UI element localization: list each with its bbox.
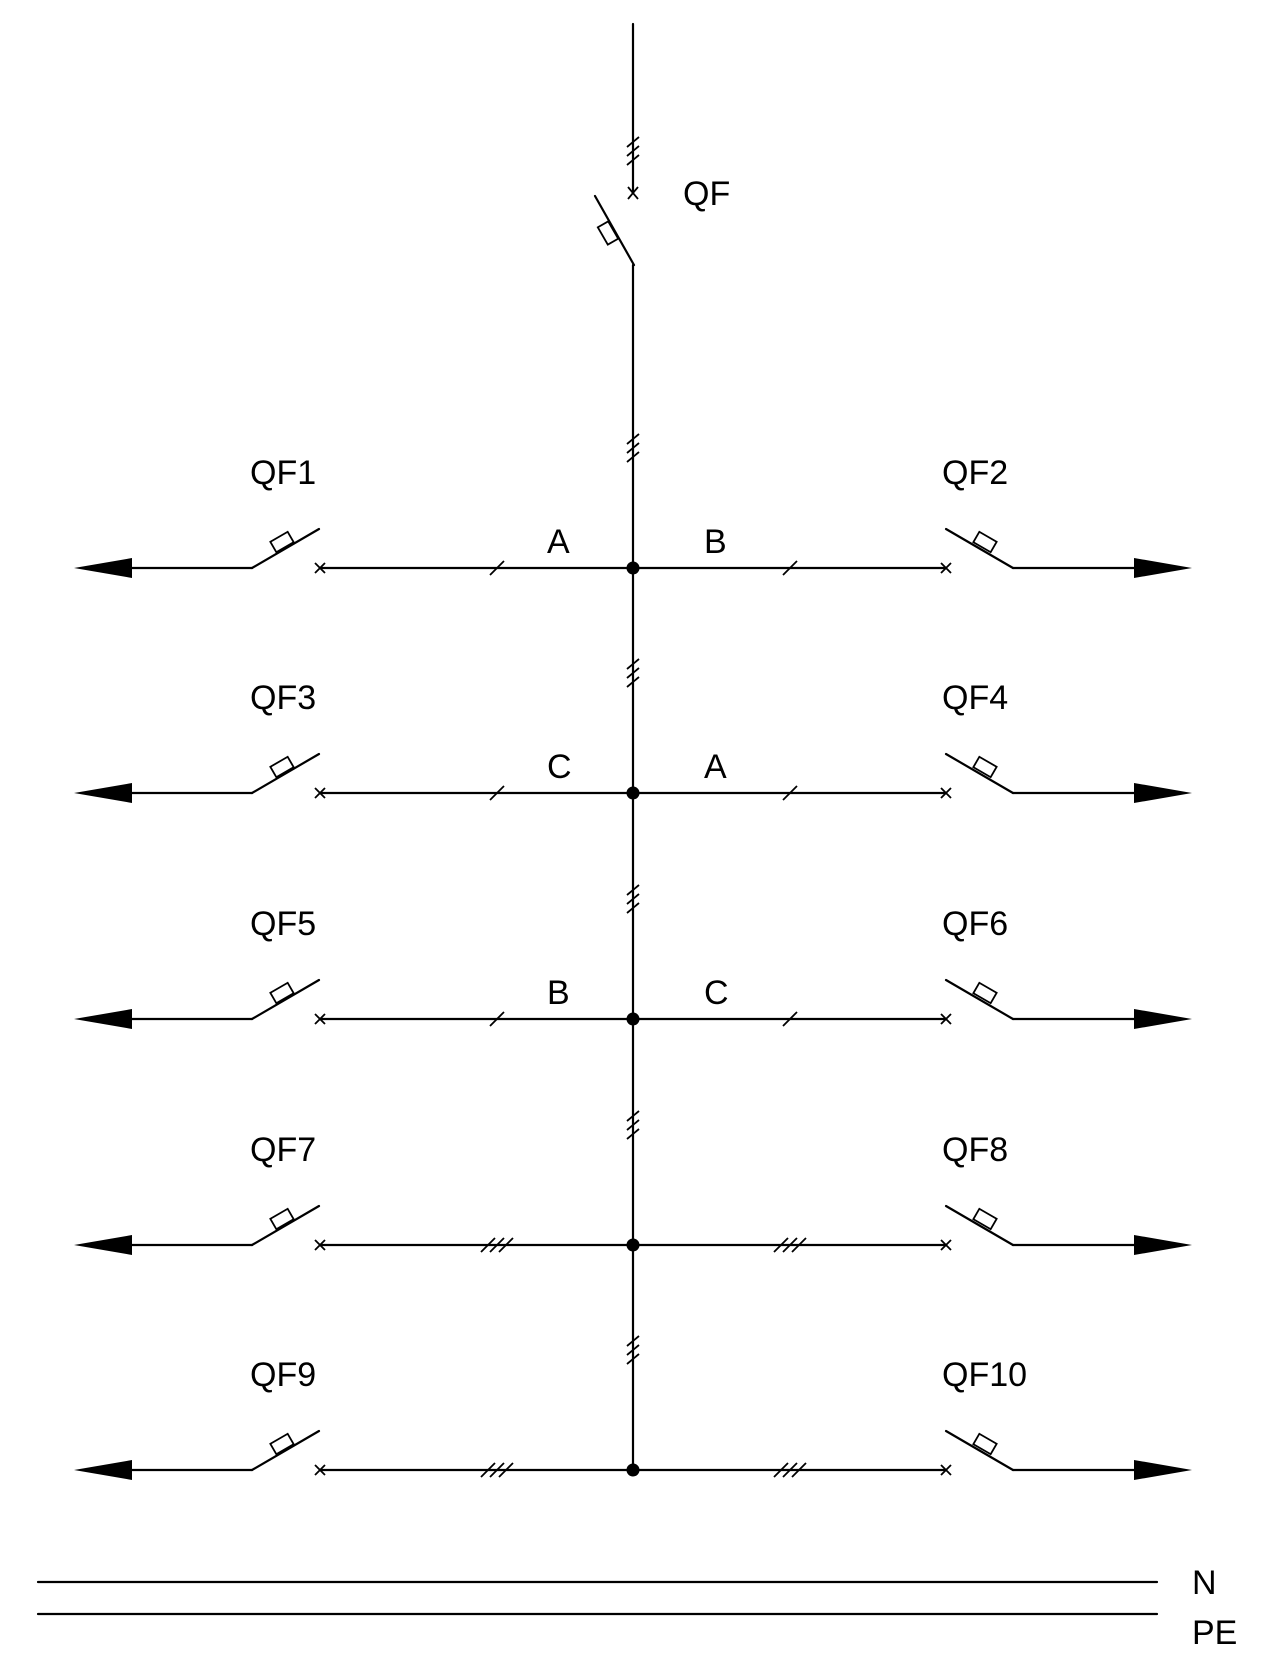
- right-phase-ticks: [773, 1237, 807, 1253]
- left-breaker-label: QF5: [250, 905, 316, 943]
- spine-three-phase-ticks: [626, 1110, 640, 1140]
- right-arrow-icon: [1134, 1009, 1192, 1029]
- right-breaker-label: QF8: [942, 1131, 1008, 1169]
- right-breaker-trip-box: [972, 1432, 998, 1456]
- left-arrow-icon: [74, 558, 132, 578]
- right-breaker-contact-x: [940, 787, 952, 799]
- left-arrow-icon: [74, 783, 132, 803]
- left-breaker-contact-x: [314, 1013, 326, 1025]
- left-arrow-icon: [74, 1460, 132, 1480]
- left-breaker-blade: [250, 1429, 321, 1472]
- left-breaker-blade: [250, 752, 321, 795]
- right-breaker-label: QF6: [942, 905, 1008, 943]
- right-breaker-blade: [944, 527, 1015, 570]
- right-breaker-trip-box: [972, 1207, 998, 1231]
- right-arrow-icon: [1134, 1235, 1192, 1255]
- right-phase-ticks: [782, 1011, 798, 1027]
- right-arrow-icon: [1134, 1460, 1192, 1480]
- neutral-bus-label: N: [1192, 1564, 1217, 1602]
- left-breaker-contact-x: [314, 1464, 326, 1476]
- main-breaker-label: QF: [683, 175, 730, 213]
- right-breaker-contact-x: [940, 1464, 952, 1476]
- left-breaker-label: QF3: [250, 679, 316, 717]
- right-breaker-blade: [944, 978, 1015, 1021]
- main-feed: QF: [593, 22, 730, 267]
- left-breaker-trip-box: [269, 755, 295, 779]
- left-phase-ticks: [489, 1011, 505, 1027]
- left-phase-label: A: [547, 523, 570, 561]
- right-arrow-icon: [1134, 558, 1192, 578]
- left-breaker-label: QF7: [250, 1131, 316, 1169]
- left-phase-ticks: [480, 1237, 514, 1253]
- bus-bars: N PE: [36, 1564, 1237, 1652]
- right-breaker-trip-box: [972, 981, 998, 1005]
- left-breaker-label: QF9: [250, 1356, 316, 1394]
- right-breaker-blade: [944, 1429, 1015, 1472]
- left-breaker-blade: [250, 978, 321, 1021]
- right-breaker-label: QF4: [942, 679, 1008, 717]
- left-breaker-contact-x: [314, 787, 326, 799]
- right-breaker-blade: [944, 1204, 1015, 1247]
- left-phase-ticks: [480, 1462, 514, 1478]
- right-phase-ticks: [782, 560, 798, 576]
- three-phase-ticks: [626, 136, 640, 166]
- spine-three-phase-ticks: [626, 433, 640, 463]
- right-phase-ticks: [773, 1462, 807, 1478]
- left-breaker-trip-box: [269, 1207, 295, 1231]
- left-breaker-blade: [250, 527, 321, 570]
- right-breaker-contact-x: [940, 562, 952, 574]
- right-phase-ticks: [782, 785, 798, 801]
- right-breaker-contact-x: [940, 1013, 952, 1025]
- right-breaker-contact-x: [940, 1239, 952, 1251]
- right-phase-label: B: [704, 523, 727, 561]
- spine-three-phase-ticks: [626, 884, 640, 914]
- spine-three-phase-ticks: [626, 1335, 640, 1365]
- right-breaker-blade: [944, 752, 1015, 795]
- left-breaker-contact-x: [314, 1239, 326, 1251]
- branch-row: QF9 QF10: [74, 1356, 1192, 1480]
- left-breaker-contact-x: [314, 562, 326, 574]
- right-breaker-trip-box: [972, 755, 998, 779]
- right-breaker-label: QF10: [942, 1356, 1027, 1394]
- left-phase-ticks: [489, 785, 505, 801]
- left-phase-label: C: [547, 748, 572, 786]
- right-arrow-icon: [1134, 783, 1192, 803]
- left-arrow-icon: [74, 1235, 132, 1255]
- left-breaker-blade: [250, 1204, 321, 1247]
- right-phase-label: C: [704, 974, 729, 1012]
- right-breaker-trip-box: [972, 530, 998, 554]
- right-breaker-label: QF2: [942, 454, 1008, 492]
- pe-bus-label: PE: [1192, 1614, 1237, 1652]
- left-arrow-icon: [74, 1009, 132, 1029]
- main-breaker-qf: QF: [593, 175, 730, 267]
- left-phase-ticks: [489, 560, 505, 576]
- left-breaker-trip-box: [269, 530, 295, 554]
- spine-three-phase-ticks: [626, 658, 640, 688]
- left-breaker-label: QF1: [250, 454, 316, 492]
- left-breaker-trip-box: [269, 981, 295, 1005]
- left-breaker-trip-box: [269, 1432, 295, 1456]
- right-phase-label: A: [704, 748, 727, 786]
- left-phase-label: B: [547, 974, 570, 1012]
- branch-row: QF7 QF8: [74, 1131, 1192, 1255]
